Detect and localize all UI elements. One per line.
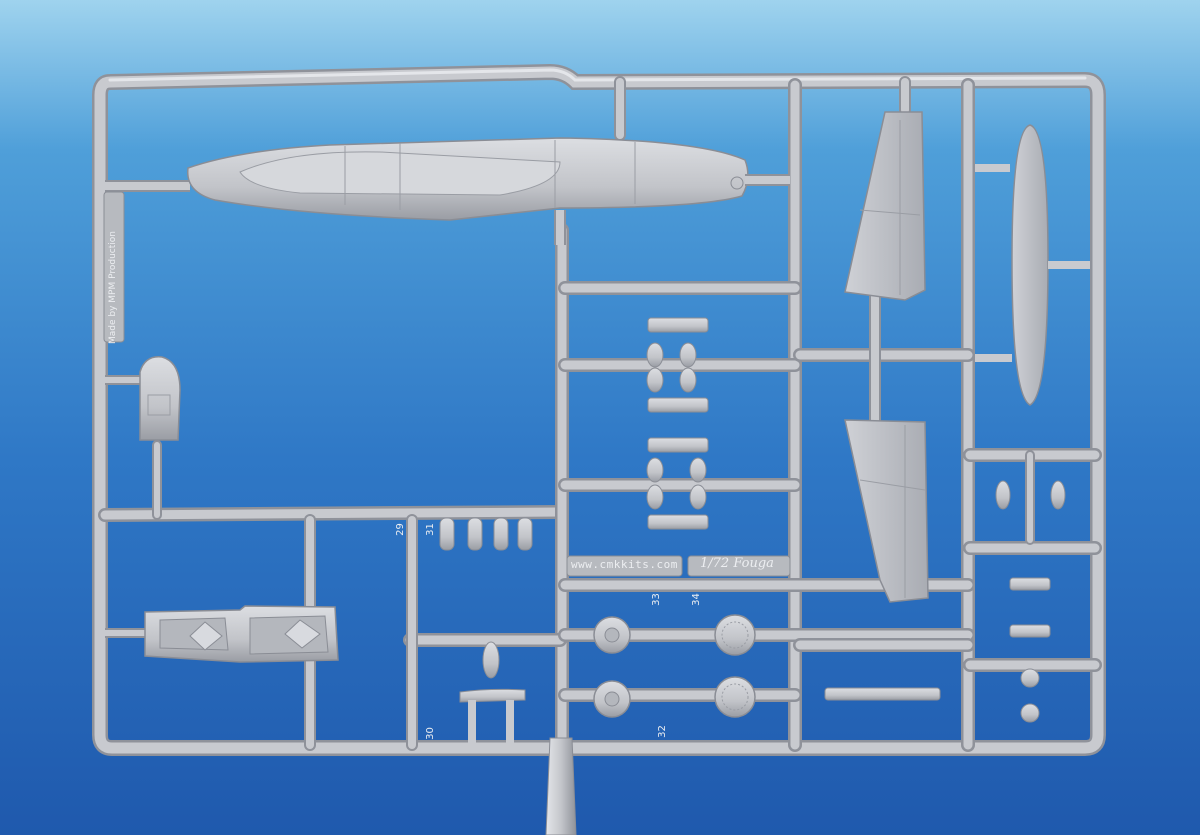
scale-title-label: 1/72 Fouga — [700, 556, 774, 571]
drop-tank-part — [975, 124, 1090, 406]
part-number-33: 33 — [650, 593, 662, 606]
right-small-parts — [824, 480, 1066, 723]
part-number-31: 31 — [424, 523, 436, 536]
sprue-frame — [92, 63, 1106, 756]
part-number-32: 32 — [656, 725, 668, 738]
sprue-holder-stand — [545, 737, 577, 835]
tailplane-lower-part — [844, 419, 929, 603]
fuselage-part — [105, 137, 790, 245]
cockpit-tub-part — [105, 605, 339, 663]
seat-part — [105, 356, 181, 441]
wheels-group — [593, 614, 756, 718]
manufacturer-label: Made by MPM Production — [108, 231, 118, 344]
bracket-parts-group — [646, 317, 709, 530]
part-number-29: 29 — [394, 523, 406, 536]
label-plates — [103, 191, 791, 577]
website-label: www.cmkkits.com — [571, 558, 678, 571]
tailplane-upper-part — [844, 111, 926, 301]
small-parts-group — [439, 517, 533, 745]
part-number-30: 30 — [424, 727, 436, 740]
sprue-runners — [98, 76, 1102, 752]
part-number-34: 34 — [690, 593, 702, 606]
